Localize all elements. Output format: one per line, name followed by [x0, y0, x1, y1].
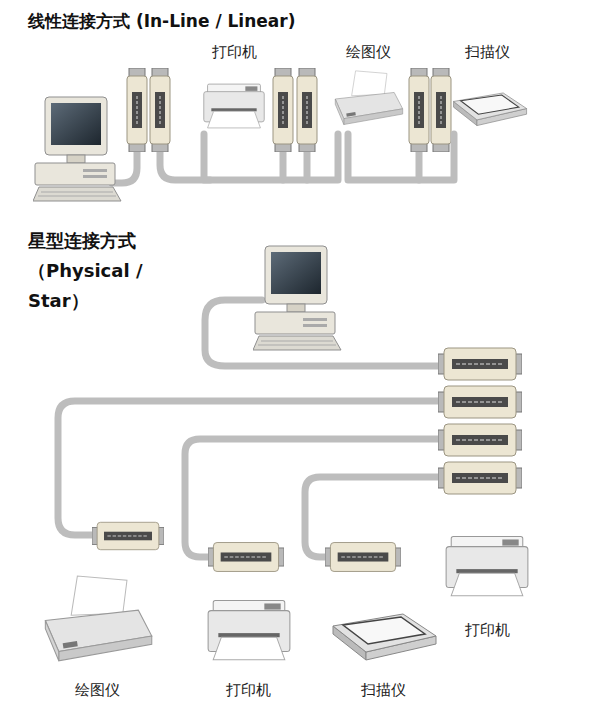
section-heading: 线性连接方式 (In-Line / Linear) [28, 8, 295, 34]
connector [438, 462, 522, 494]
cable [185, 439, 442, 557]
device-box: 扫描仪 [446, 40, 528, 134]
device-label: 扫描仪 [326, 681, 440, 699]
device-label: 绘图仪 [330, 43, 406, 61]
connector [208, 543, 284, 572]
device-box: 绘图仪 [330, 40, 406, 134]
cable-connector [204, 134, 338, 180]
device-box: 打印机 [196, 40, 272, 134]
device-label: 打印机 [438, 621, 536, 639]
cable [112, 152, 137, 183]
cable [304, 152, 311, 180]
connector [438, 386, 522, 418]
connector [438, 348, 522, 380]
device-box: 打印机 [438, 524, 536, 642]
connector [409, 68, 429, 152]
device-label: 打印机 [196, 43, 272, 61]
scanner-icon [333, 614, 436, 660]
device-label: 扫描仪 [446, 43, 528, 61]
connector [150, 68, 170, 152]
cable-path [204, 134, 338, 180]
device-box: 扫描仪 [326, 590, 440, 702]
cable [58, 401, 442, 535]
plotter-icon [335, 71, 402, 125]
device-label: 打印机 [200, 681, 296, 699]
section-heading: 星型连接方式 （Physical / Star） [28, 226, 198, 316]
computer-icon [33, 97, 121, 201]
connector [325, 543, 401, 572]
connector [92, 522, 164, 549]
device-label: 绘图仪 [40, 681, 154, 699]
printer-icon [204, 84, 264, 128]
connector [431, 68, 451, 152]
computer-icon [253, 246, 341, 350]
cable-path [348, 134, 454, 180]
plotter-icon [45, 576, 151, 661]
connector [297, 68, 317, 152]
connector [127, 68, 147, 152]
cable [58, 152, 442, 557]
cable [280, 152, 287, 180]
device-box: 绘图仪 [40, 572, 154, 702]
printer-icon [208, 600, 290, 659]
cable [416, 152, 423, 180]
connector [273, 68, 293, 152]
connector [438, 424, 522, 456]
scanner-icon [454, 93, 527, 126]
printer-icon [446, 536, 528, 595]
device-box: 打印机 [200, 588, 296, 702]
cable-connector [348, 134, 454, 180]
